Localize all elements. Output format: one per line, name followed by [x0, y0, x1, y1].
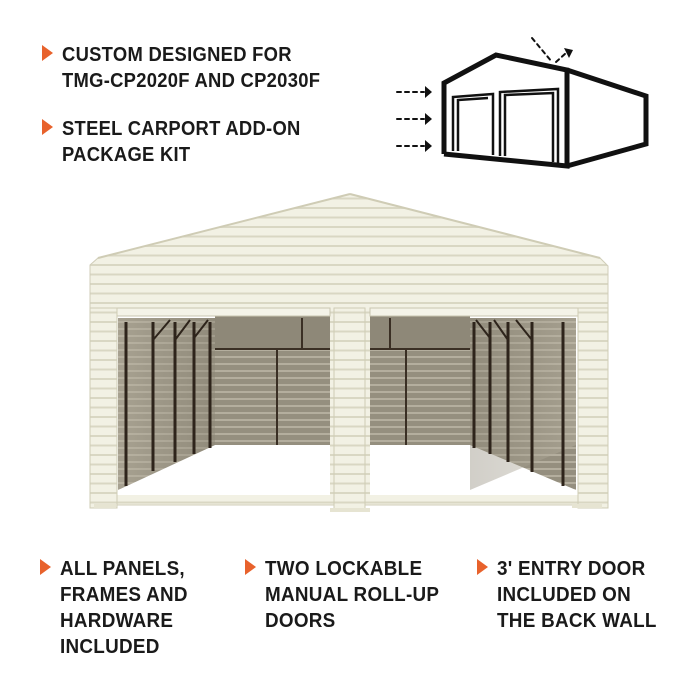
feature-text: ALL PANELS, FRAMES AND HARDWARE INCLUDED — [60, 557, 188, 658]
feature-text: TWO LOCKABLE MANUAL ROLL-UP DOORS — [265, 557, 440, 632]
orange-triangle-bullet-icon — [477, 559, 488, 575]
feature-text: CUSTOM DESIGNED FOR TMG-CP2020F AND CP20… — [62, 44, 321, 92]
feature-all-panels: ALL PANELS, FRAMES AND HARDWARE INCLUDED — [40, 556, 199, 660]
feature-add-on-kit: STEEL CARPORT ADD-ON PACKAGE KIT — [42, 116, 321, 168]
feature-text: 3' ENTRY DOOR INCLUDED ON THE BACK WALL — [497, 557, 657, 632]
orange-triangle-bullet-icon — [42, 119, 53, 135]
feature-entry-door: 3' ENTRY DOOR INCLUDED ON THE BACK WALL — [477, 556, 671, 634]
feature-text: STEEL CARPORT ADD-ON PACKAGE KIT — [62, 118, 301, 166]
feature-custom-designed: CUSTOM DESIGNED FOR TMG-CP2020F AND CP20… — [42, 42, 343, 94]
product-garage-image — [89, 193, 609, 512]
orange-triangle-bullet-icon — [42, 45, 53, 61]
feature-roll-up-doors: TWO LOCKABLE MANUAL ROLL-UP DOORS — [245, 556, 454, 634]
carport-enclosure-outline-icon — [396, 37, 649, 169]
orange-triangle-bullet-icon — [40, 559, 51, 575]
orange-triangle-bullet-icon — [245, 559, 256, 575]
